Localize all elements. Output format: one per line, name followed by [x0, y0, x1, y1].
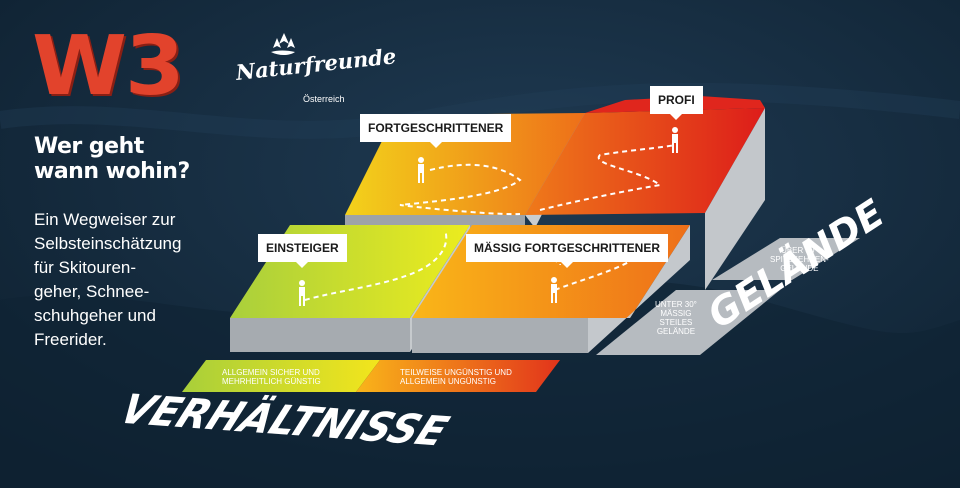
person-icon-moderate — [551, 277, 557, 303]
terrain-under-30-label: UNTER 30° MÄSSIG STEILES GELÄNDE — [655, 300, 697, 336]
headline: Wer geht wann wohin? — [34, 134, 190, 184]
intro-line: schuhgeher und — [34, 306, 156, 325]
intro-line: geher, Schnee- — [34, 282, 150, 301]
label-pro: PROFI — [650, 86, 703, 120]
logo-country: Österreich — [303, 94, 345, 104]
terrain-under-line-3: STEILES — [659, 318, 693, 327]
conditions-good-line-1: ALLGEMEIN SICHER UND — [222, 368, 320, 377]
terrain-over-30-label: ÜBER 30° SPITZKEHREN- GELÄNDE — [770, 246, 829, 273]
intro-line: Ein Wegweiser zur — [34, 210, 176, 229]
w3-badge: W3 — [32, 19, 185, 114]
person-icon-beginner — [299, 280, 305, 306]
intro-line: für Skitouren- — [34, 258, 137, 277]
person-icon-pro — [672, 127, 678, 153]
label-beginner: EINSTEIGER — [258, 234, 347, 268]
terrain-under-line-2: MÄSSIG — [660, 309, 692, 318]
terrain-under-line-1: UNTER 30° — [655, 300, 697, 309]
label-advanced: FORTGESCHRITTENER — [360, 114, 512, 148]
terrain-over-line-3: GELÄNDE — [780, 264, 819, 273]
person-icons — [299, 127, 678, 306]
intro-line: Selbsteinschätzung — [34, 234, 182, 253]
conditions-poor-line-1: TEILWEISE UNGÜNSTIG UND — [400, 368, 512, 377]
person-icon-advanced — [418, 157, 424, 183]
terrain-strip-over-30 — [712, 238, 860, 280]
label-moderately-advanced: MÄSSIG FORTGESCHRITTENER — [466, 234, 669, 268]
headline-line-1: Wer geht — [34, 134, 144, 159]
conditions-poor-label: TEILWEISE UNGÜNSTIG UND ALLGEMEIN UNGÜNS… — [400, 368, 512, 386]
conditions-strip-good — [182, 360, 380, 392]
intro-line: Freerider. — [34, 330, 107, 349]
conditions-poor-line-2: ALLGEMEIN UNGÜNSTIG — [400, 377, 497, 386]
terrain-strip-under-30 — [596, 290, 780, 355]
terrain-over-line-2: SPITZKEHREN- — [770, 255, 829, 264]
conditions-strip-poor — [356, 360, 560, 392]
headline-line-2: wann wohin? — [34, 159, 190, 184]
terrain-over-line-1: ÜBER 30° — [781, 246, 818, 255]
conditions-good-line-2: MEHRHEITLICH GÜNSTIG — [222, 377, 321, 386]
intro-text: Ein Wegweiser zur Selbsteinschätzung für… — [34, 208, 209, 352]
conditions-good-label: ALLGEMEIN SICHER UND MEHRHEITLICH GÜNSTI… — [222, 368, 321, 386]
naturfreunde-logo-icon — [271, 33, 295, 55]
terrain-under-line-4: GELÄNDE — [656, 327, 696, 336]
